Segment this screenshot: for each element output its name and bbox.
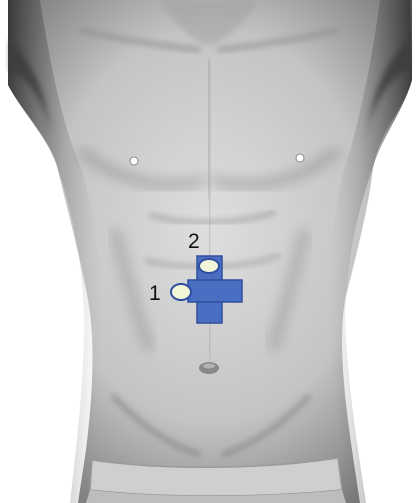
port-2-label: 2 bbox=[188, 231, 200, 252]
port-2-marker bbox=[199, 259, 219, 273]
port-1-label: 1 bbox=[149, 283, 161, 304]
right-nipple bbox=[296, 154, 304, 162]
port-1-marker bbox=[171, 284, 191, 300]
cross-center-fill bbox=[198, 281, 221, 301]
left-nipple bbox=[130, 157, 138, 165]
navel-highlight bbox=[203, 364, 215, 369]
sternum-line bbox=[209, 60, 210, 200]
